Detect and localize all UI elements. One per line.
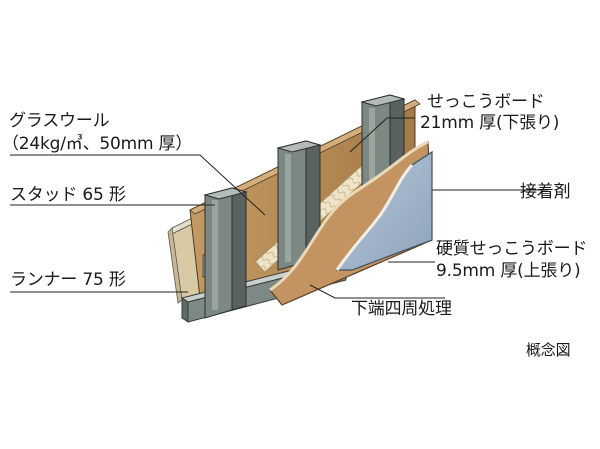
label-gypsum-top-1: 硬質せっこうボード [436,239,588,259]
label-concept: 概念図 [526,341,571,359]
stud-1 [203,187,248,319]
label-gypsum-top-2: 9.5mm 厚(上張り) [436,261,581,281]
gypsum-board-top [335,150,433,271]
label-glass-wool-1: グラスウール [9,111,110,131]
label-stud: スタッド 65 形 [10,185,126,205]
label-gypsum-under-1: せっこうボード [427,92,545,112]
label-glass-wool-2: （24kg/㎥、50mm 厚） [2,134,193,154]
leader-gypsum-under [349,117,415,153]
leader-edge-treatment [309,284,445,299]
label-gypsum-under-2: 21mm 厚(下張り) [420,113,560,133]
leader-lines [10,117,548,299]
label-edge-treatment: 下端四周処理 [351,299,452,319]
label-adhesive: 接着剤 [520,182,571,202]
leader-glass-wool [10,154,266,216]
label-runner: ランナー 75 形 [10,270,126,290]
gypsum-board-under [269,140,433,306]
